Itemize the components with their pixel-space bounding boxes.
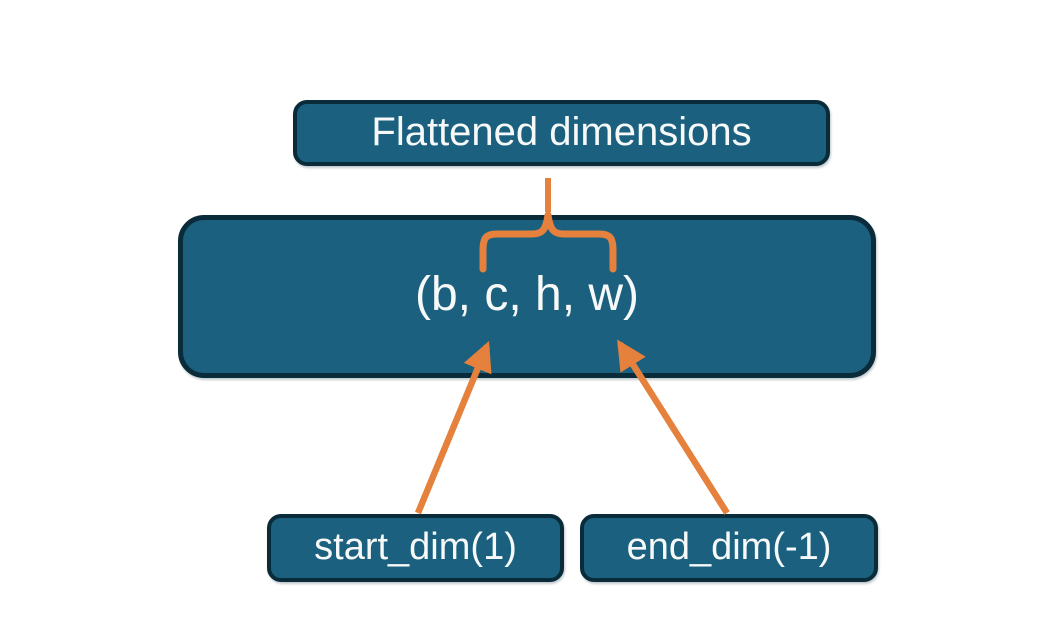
node-start-dim: start_dim(1) xyxy=(267,514,564,582)
node-flattened-dimensions-label: Flattened dimensions xyxy=(371,109,752,154)
node-start-dim-label: start_dim(1) xyxy=(314,525,517,568)
node-flattened-dimensions: Flattened dimensions xyxy=(293,100,830,166)
node-end-dim-label: end_dim(-1) xyxy=(626,525,832,568)
node-end-dim: end_dim(-1) xyxy=(580,514,878,582)
node-tensor-shape: (b, c, h, w) xyxy=(178,215,876,378)
node-tensor-shape-label: (b, c, h, w) xyxy=(414,268,640,321)
